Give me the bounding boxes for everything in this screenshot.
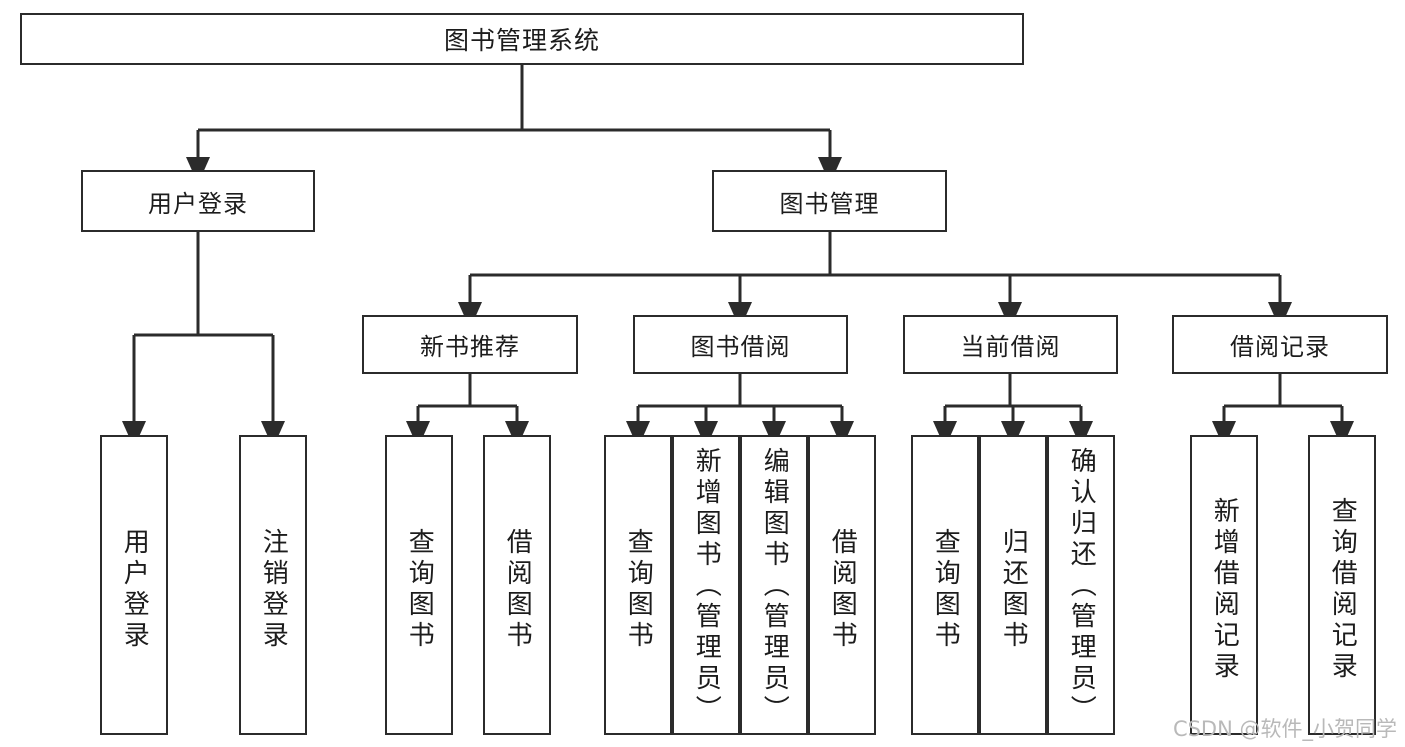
leaf-edit-book[interactable]: 编辑图书（管理员） [740,435,808,735]
leaf-borrow-book-2[interactable]: 借阅图书 [808,435,876,735]
leaf-borrow-book-1-label: 借阅图书 [502,528,533,652]
leaf-query-book-1-label: 查询图书 [404,528,435,652]
leaf-add-record[interactable]: 新增借阅记录 [1190,435,1258,735]
node-root-label: 图书管理系统 [443,26,600,55]
leaf-query-book-2[interactable]: 查询图书 [604,435,672,735]
leaf-add-record-label: 新增借阅记录 [1209,497,1240,683]
leaf-logout-label: 注销登录 [258,528,289,652]
node-book-borrow[interactable]: 图书借阅 [633,315,848,374]
node-current-borrow-label: 当前借阅 [960,333,1061,361]
leaf-user-login[interactable]: 用户登录 [100,435,168,735]
leaf-edit-book-label: 编辑图书（管理员） [759,447,790,726]
leaf-borrow-book-2-label: 借阅图书 [827,528,858,652]
node-book-borrow-label: 图书借阅 [690,333,791,361]
node-borrow-record[interactable]: 借阅记录 [1172,315,1388,374]
node-book-manage[interactable]: 图书管理 [712,170,947,232]
leaf-add-book[interactable]: 新增图书（管理员） [672,435,740,735]
leaf-return-book-label: 归还图书 [998,528,1029,652]
leaf-user-login-label: 用户登录 [119,528,150,652]
leaf-query-book-1[interactable]: 查询图书 [385,435,453,735]
leaf-query-record-label: 查询借阅记录 [1327,497,1358,683]
leaf-borrow-book-1[interactable]: 借阅图书 [483,435,551,735]
leaf-query-book-3[interactable]: 查询图书 [911,435,979,735]
leaf-logout[interactable]: 注销登录 [239,435,307,735]
node-new-book-rec-label: 新书推荐 [420,333,520,361]
node-borrow-record-label: 借阅记录 [1230,333,1330,361]
leaf-confirm-return[interactable]: 确认归还（管理员） [1047,435,1115,735]
leaf-confirm-return-label: 确认归还（管理员） [1066,447,1097,726]
node-user-login[interactable]: 用户登录 [81,170,315,232]
node-user-login-label: 用户登录 [148,189,248,218]
csdn-watermark: CSDN @软件_小贺同学 [1172,717,1397,741]
node-new-book-rec[interactable]: 新书推荐 [362,315,578,374]
node-current-borrow[interactable]: 当前借阅 [903,315,1118,374]
leaf-add-book-label: 新增图书（管理员） [691,447,722,726]
leaf-query-record[interactable]: 查询借阅记录 [1308,435,1376,735]
leaf-query-book-2-label: 查询图书 [623,528,654,652]
leaf-return-book[interactable]: 归还图书 [979,435,1047,735]
node-book-manage-label: 图书管理 [779,189,880,218]
leaf-query-book-3-label: 查询图书 [930,528,961,652]
node-root[interactable]: 图书管理系统 [20,13,1024,65]
